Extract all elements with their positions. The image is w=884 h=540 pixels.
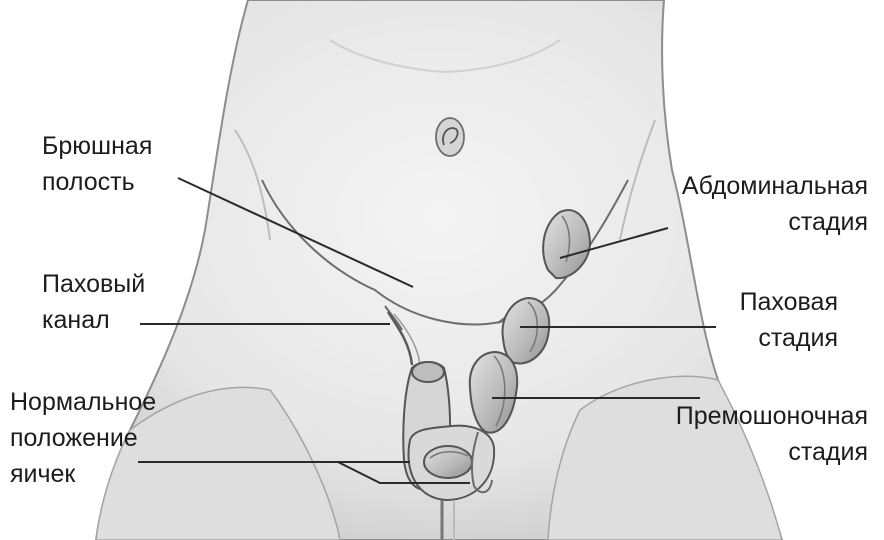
label-abdominal-cavity-line2: полость (42, 164, 152, 200)
label-prescrotal-stage-line2: стадия (676, 434, 868, 470)
label-inguinal-canal-line2: канал (42, 302, 145, 338)
label-abdominal-cavity-line1: Брюшная (42, 128, 152, 164)
label-inguinal-canal: Паховый канал (42, 266, 145, 338)
label-normal-position: Нормальное положение яичек (10, 384, 156, 492)
label-inguinal-stage: Паховая стадия (740, 284, 838, 356)
label-inguinal-stage-line1: Паховая (740, 284, 838, 320)
label-abdominal-stage: Абдоминальная стадия (682, 168, 868, 240)
label-normal-position-line1: Нормальное (10, 384, 156, 420)
label-prescrotal-stage: Премошоночная стадия (676, 398, 868, 470)
label-normal-position-line3: яичек (10, 456, 156, 492)
label-abdominal-stage-line2: стадия (682, 204, 868, 240)
navel (436, 118, 464, 156)
label-abdominal-stage-line1: Абдоминальная (682, 168, 868, 204)
label-abdominal-cavity: Брюшная полость (42, 128, 152, 200)
label-inguinal-canal-line1: Паховый (42, 266, 145, 302)
label-inguinal-stage-line2: стадия (740, 320, 838, 356)
label-prescrotal-stage-line1: Премошоночная (676, 398, 868, 434)
label-normal-position-line2: положение (10, 420, 156, 456)
